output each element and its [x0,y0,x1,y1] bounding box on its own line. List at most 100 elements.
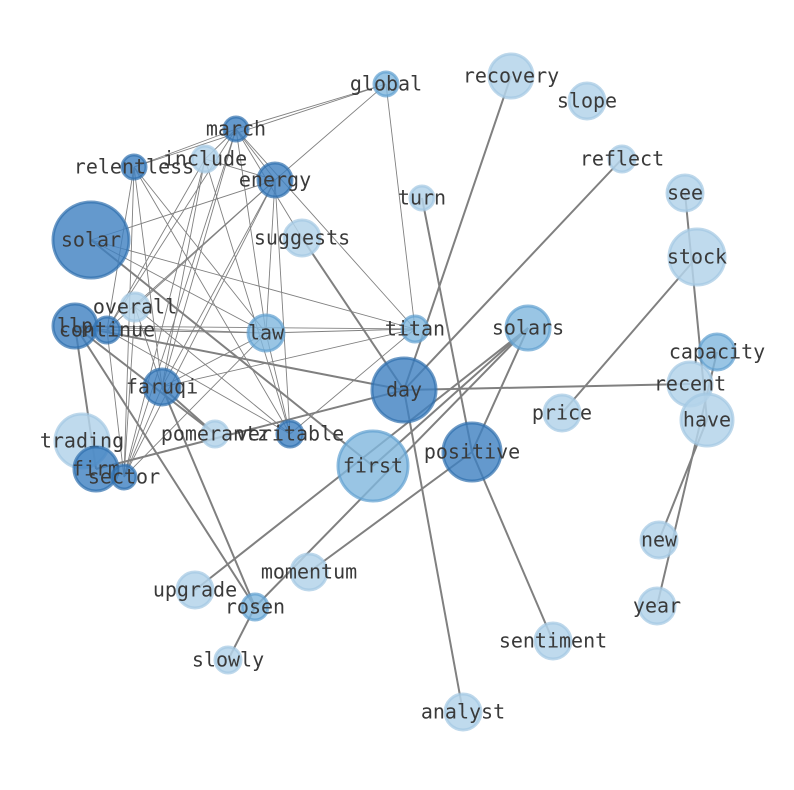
edge-energy-sector [123,179,276,478]
node-label-law: law [248,321,285,345]
node-circle-law [246,313,286,353]
node-analyst: analyst [421,692,505,732]
edge-positive-sentiment [471,451,554,642]
node-sector: sector [88,463,160,491]
node-label-analyst: analyst [421,700,505,724]
node-circle-relentless [120,153,148,181]
node-circle-reflect [607,144,637,174]
node-label-price: price [532,401,592,425]
node-rosen: rosen [225,592,285,622]
edge-march-relentless [133,128,237,168]
node-see: see [665,173,705,213]
node-label-global: global [350,72,422,96]
edge-march-titan [235,128,416,330]
node-label-day: day [386,378,422,402]
edge-global-titan [385,83,416,330]
node-circle-suggests [282,218,322,258]
node-label-have: have [683,408,731,432]
edge-overall-veritable [134,306,291,435]
node-relentless: relentless [74,153,194,181]
node-positive: positive [424,421,520,483]
node-law: law [246,313,286,353]
edge-faruqi-rosen [161,386,256,608]
node-circle-day [370,356,438,424]
node-label-year: year [633,594,681,618]
edge-law-titan [265,328,416,334]
edge-continue-veritable [106,329,291,435]
node-day: day [370,356,438,424]
edge-overall-sector [123,306,136,478]
node-titan: titan [385,314,445,344]
edge-relentless-faruqi [133,166,163,388]
edge-global-relentless [133,83,387,168]
node-pomerantz: pomerantz [161,419,269,449]
node-global: global [350,70,422,98]
node-circle-slowly [213,645,243,675]
edge-relentless-law [133,166,267,334]
node-circle-sector [110,463,138,491]
node-circle-upgrade [175,570,215,610]
node-label-suggests: suggests [254,226,350,250]
node-circle-include [190,144,220,174]
node-label-upgrade: upgrade [153,578,237,602]
node-first: first [336,429,410,503]
node-circle-energy [256,161,294,199]
node-solar: solar [51,200,131,280]
node-circle-capacity [697,332,737,372]
node-label-relentless: relentless [74,155,194,179]
node-circle-first [336,429,410,503]
node-circle-global [372,70,400,98]
node-label-sector: sector [88,465,160,489]
node-label-solars: solars [492,316,564,340]
node-circle-pomerantz [200,419,230,449]
node-circle-have [679,392,735,448]
node-price: price [532,393,592,433]
node-turn: turn [398,184,446,212]
node-continue: continue [59,315,155,345]
node-veritable: veritable [236,419,344,449]
node-circle-positive [441,421,503,483]
node-circle-turn [408,184,436,212]
node-label-capacity: capacity [669,340,765,364]
node-label-rosen: rosen [225,595,285,619]
node-momentum: momentum [261,552,357,592]
node-circle-veritable [275,419,305,449]
node-circle-faruqi [142,367,182,407]
node-label-slowly: slowly [192,648,264,672]
node-circle-recovery [487,52,535,100]
edge-llp-rosen [74,325,256,608]
node-label-titan: titan [385,317,445,341]
node-circle-analyst [443,692,483,732]
node-have: have [679,392,735,448]
edge-solar-first [90,239,374,467]
node-label-positive: positive [424,440,520,464]
node-circle-solar [51,200,131,280]
node-circle-momentum [289,552,329,592]
node-slope: slope [557,81,617,121]
node-label-solar: solar [61,228,121,252]
edge-positive-turn [421,197,473,453]
node-overall: overall [93,291,177,323]
node-reflect: reflect [580,144,664,174]
edge-day-recovery [403,75,512,391]
node-circle-march [222,115,250,143]
edge-solar-titan [90,239,416,330]
node-energy: energy [239,161,311,199]
node-sentiment: sentiment [499,621,607,661]
node-circle-overall [119,291,151,323]
edge-energy-law [265,179,276,334]
edge-llp-titan [74,325,416,330]
node-faruqi: faruqi [126,367,198,407]
edge-titan-faruqi [161,328,416,388]
node-circle-stock [667,227,727,287]
node-circle-solars [504,304,552,352]
node-circle-year [637,586,677,626]
node-march: march [206,115,266,143]
node-recovery: recovery [463,52,559,100]
node-label-trading: trading [40,429,124,453]
edge-titan-veritable [289,328,416,435]
edge-day-recent [403,383,691,391]
edge-energy-faruqi [161,179,276,388]
